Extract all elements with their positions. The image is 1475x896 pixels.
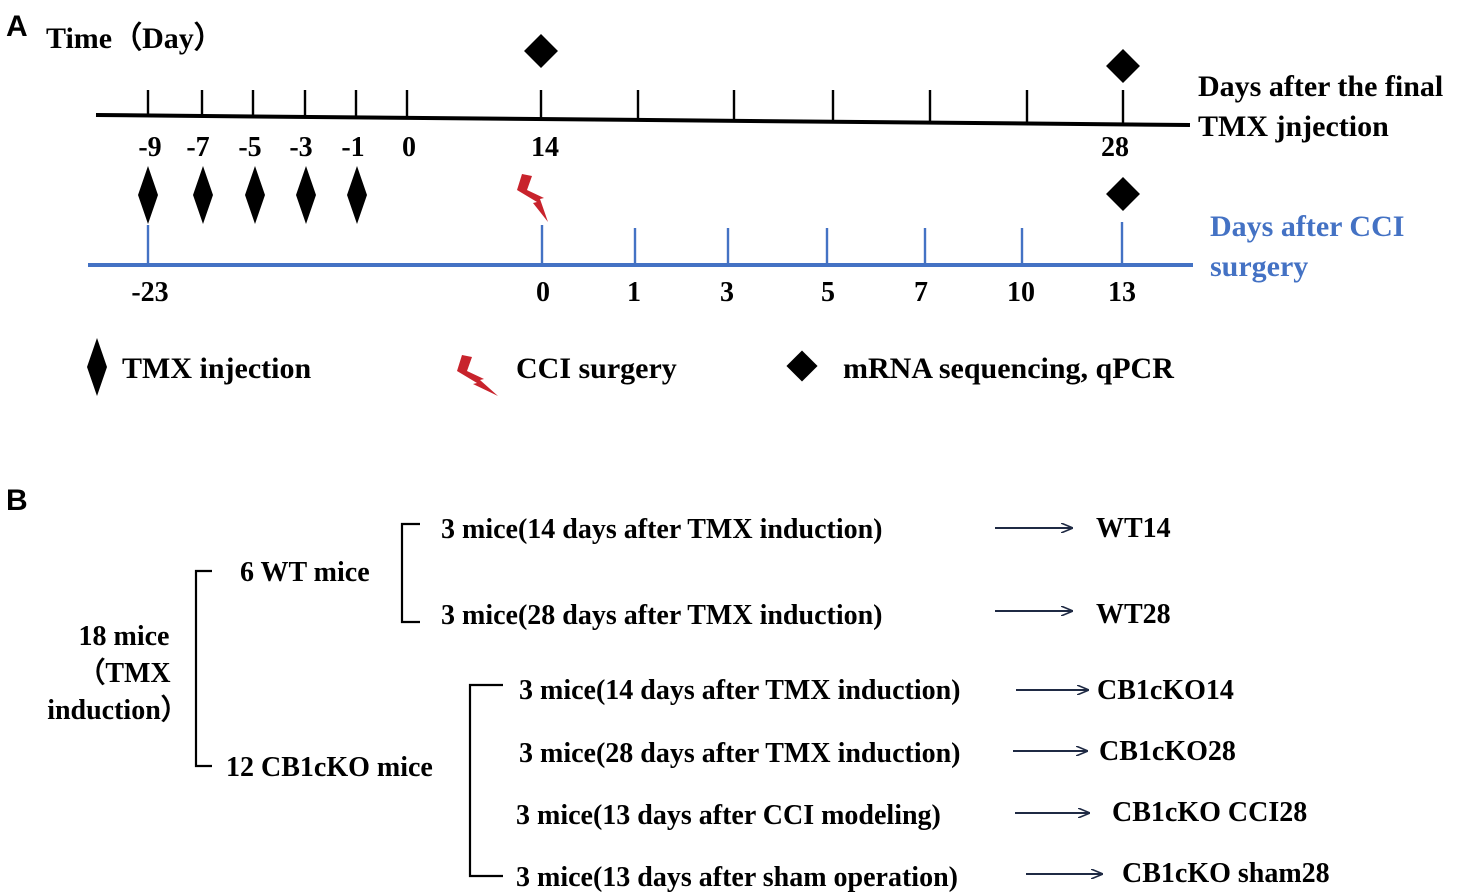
time-axis-title: Time（Day） <box>46 21 224 55</box>
wt-result-label: WT28 <box>1096 599 1171 630</box>
wt-result-label: WT14 <box>1096 513 1171 544</box>
cko-group-label: 12 CB1cKO mice <box>226 752 433 783</box>
tmx-injection-marker-icon <box>296 166 316 224</box>
blue-tick-label: 3 <box>720 277 734 308</box>
cko-result-label: CB1cKO28 <box>1099 736 1236 767</box>
blue-tick-label: 1 <box>627 277 641 308</box>
cko-result-label: CB1cKO14 <box>1097 675 1234 706</box>
black-tick-label: 0 <box>402 132 416 163</box>
cko-result-label: CB1cKO sham28 <box>1122 858 1330 889</box>
black-tick-label: -1 <box>341 132 364 163</box>
black-tick-label: 14 <box>531 132 559 163</box>
cko-item-label: 3 mice(13 days after CCI modeling) <box>516 800 941 831</box>
cko-item-label: 3 mice(13 days after sham operation) <box>516 862 958 893</box>
black-tick-label: -3 <box>289 132 312 163</box>
black-tick-label: 28 <box>1101 132 1129 163</box>
wt-item-label: 3 mice(28 days after TMX induction) <box>441 600 883 631</box>
tmx-injection-marker-icon <box>138 166 158 224</box>
panel-a: A Time（Day） -9 -7 -5 -3 -1 0 14 <box>6 10 1443 396</box>
blue-tick-label: 7 <box>914 277 928 308</box>
panel-b: B 18 mice （TMX induction） 6 WT mice 12 C… <box>6 484 1330 893</box>
wt-item-label: 3 mice(14 days after TMX induction) <box>441 514 883 545</box>
blue-tick-label: 13 <box>1108 277 1136 308</box>
black-tick-label: -9 <box>138 132 161 163</box>
root-label-line2: （TMX <box>77 656 170 689</box>
wt-bracket <box>400 522 420 624</box>
black-tick-label: -5 <box>238 132 261 163</box>
legend-tmx-label: TMX injection <box>122 352 311 385</box>
black-axis-label-line2: TMX jnjection <box>1198 110 1389 143</box>
root-bracket <box>194 569 212 768</box>
tmx-injection-marker-icon <box>347 166 367 224</box>
blue-tick-label: -23 <box>131 277 168 308</box>
blue-tick-labels: -23 0 1 3 5 7 10 13 <box>131 277 1136 308</box>
cko-result-label: CB1cKO CCI28 <box>1112 797 1307 828</box>
panel-a-label: A <box>6 10 28 43</box>
sequencing-legend-icon <box>786 350 818 382</box>
root-label-line3: induction） <box>47 693 189 726</box>
panel-b-label: B <box>6 484 28 517</box>
black-axis-ticks <box>146 90 1125 124</box>
wt-group-label: 6 WT mice <box>240 557 370 588</box>
cci-surgery-legend-icon <box>457 355 498 396</box>
legend-cci-label: CCI surgery <box>516 352 677 385</box>
black-axis-line <box>95 113 1191 127</box>
cci-surgery-marker-icon <box>517 174 548 222</box>
tmx-injection-legend-icon <box>87 338 107 396</box>
cko-item-label: 3 mice(28 days after TMX induction) <box>519 738 961 769</box>
legend-sequencing-label: mRNA sequencing, qPCR <box>843 352 1174 385</box>
sequencing-marker-icon <box>1106 49 1140 83</box>
cko-bracket <box>468 683 503 878</box>
blue-axis-label-line2: surgery <box>1210 250 1308 283</box>
root-label-line1: 18 mice <box>79 621 170 652</box>
tmx-injection-marker-icon <box>193 166 213 224</box>
blue-tick-label: 5 <box>821 277 835 308</box>
black-tick-labels: -9 -7 -5 -3 -1 0 14 28 <box>138 132 1129 163</box>
sequencing-marker-icon <box>1106 177 1140 211</box>
blue-tick-label: 0 <box>536 277 550 308</box>
legend: TMX injection CCI surgery mRNA sequencin… <box>87 338 1174 396</box>
black-axis-label-line1: Days after the final <box>1198 70 1443 103</box>
tmx-injection-marker-icon <box>245 166 265 224</box>
blue-axis-label-line1: Days after CCI <box>1210 210 1404 243</box>
blue-tick-label: 10 <box>1007 277 1035 308</box>
blue-axis-ticks <box>146 222 1124 265</box>
black-tick-label: -7 <box>186 132 209 163</box>
cko-item-label: 3 mice(14 days after TMX induction) <box>519 675 961 706</box>
sequencing-marker-icon <box>524 34 558 68</box>
